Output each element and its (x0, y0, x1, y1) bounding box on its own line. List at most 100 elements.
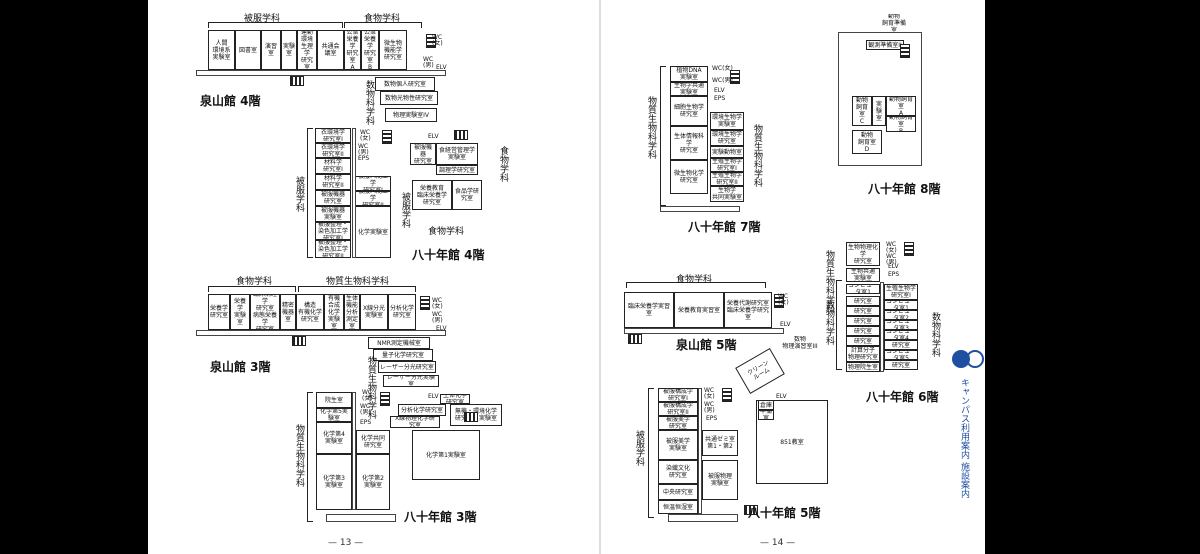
room: 恒温恒湿室 (658, 500, 698, 514)
stairs-icon (900, 44, 910, 58)
room: 動物 飼育準備室 (880, 14, 908, 32)
room: 準備室 (758, 410, 774, 420)
eps-label: EPS (360, 419, 372, 426)
corridor (352, 392, 356, 510)
room: 研究室 (846, 326, 880, 336)
room: 栄養学 研究室 (208, 294, 230, 330)
room: 数物光物性研究室 (380, 91, 438, 105)
room: 環境生物学 研究室 (710, 130, 744, 146)
room: 被服構成学 研究室I (658, 388, 698, 402)
room: 食経営管理学 実験室 (436, 143, 478, 165)
room: コンピュータ室5 (884, 350, 918, 360)
room: 公衆 栄養学 研究室 B (361, 30, 379, 70)
room: 化学共同 研究室 (356, 430, 390, 454)
wc-women-icon: WC (女) (432, 297, 443, 310)
dept-label: 食物学科 (676, 275, 713, 285)
room: 衣環境学 研究室I (315, 128, 351, 143)
room: 動物 飼育室 C (852, 96, 872, 126)
room: 中央研究室 (658, 484, 698, 500)
floor-title: 泉山館 5階 (676, 338, 737, 352)
room: 被服構成学 研究室II (658, 402, 698, 416)
eps-label: EPS (714, 95, 726, 102)
elevator-icon: ELV (428, 133, 439, 140)
room: 栄養学 実験室 (230, 294, 250, 330)
dept-label: 物質生物科学科 (366, 356, 376, 419)
room: コンピュータ室2 (884, 310, 918, 320)
room: 化学第4 実験室 (316, 422, 352, 454)
corridor (698, 388, 702, 514)
elevator-icon: ELV (428, 393, 439, 400)
room: 運動 環境 生理学 研究室 (297, 30, 317, 70)
floor-title: 八十年館 6階 (866, 390, 939, 404)
wc-men-icon: WC (男) (432, 311, 443, 324)
room: 被服機器 実験室 (315, 206, 351, 222)
room: NMR測定機械室 (368, 337, 430, 349)
room: 研究室 (884, 360, 918, 370)
room: 材料学 研究室I (315, 158, 351, 174)
room: 物理院生室 (846, 362, 880, 372)
wc-men-icon: WC (男) (358, 143, 369, 156)
dept-label: 数物科学科 (930, 312, 940, 357)
room: 研究室 (846, 316, 880, 326)
room: 被服美学 研究室 (658, 416, 698, 430)
room: 演習室 (261, 30, 281, 70)
room: 生殖生物学 研究室I (884, 284, 918, 300)
dept-label: 被服学科 (244, 14, 281, 24)
wc-women-icon: WC (女) (362, 389, 373, 402)
wc-men-icon: WC (男) (704, 401, 715, 414)
room: コンピュータ室4 (884, 330, 918, 340)
wc-women-icon: WC (女) (704, 387, 715, 400)
wc-women-icon: WC(女) (712, 65, 733, 72)
room: 公衆 栄養学 研究室 A (344, 30, 361, 70)
eps-label: EPS (888, 271, 900, 278)
stairs-icon (730, 70, 740, 84)
dept-label: 食物学科 (364, 14, 401, 24)
room: 研究室 (846, 336, 880, 346)
elevator-icon: ELV (436, 64, 447, 71)
room: 植物DNA 実験室 (670, 66, 708, 82)
room: 動物 飼育室 D (852, 130, 882, 154)
room: 化学第3 実験室 (316, 454, 352, 510)
room: 分析化学研究室 (398, 404, 446, 416)
wc-women-icon: WC (女) (778, 293, 789, 306)
room: 化学実験室 (355, 206, 391, 258)
room: 被服人間工学 研究室II (355, 191, 391, 206)
stairs-icon (904, 242, 914, 256)
room: 化学第1実験室 (412, 430, 480, 480)
room: 有機 合成化学 実験室 (324, 294, 344, 330)
corridor (196, 70, 446, 76)
room: X線物理化学研究室 (390, 416, 440, 428)
corridor (326, 514, 396, 522)
elevator-icon: ELV (776, 393, 787, 400)
room: 生体化学 研究室 (440, 394, 470, 404)
room: 栄養代謝研究室 臨床栄養学研究室 (724, 292, 772, 328)
room: 被服整理・ 染色加工学 研究室I (315, 222, 351, 240)
elevator-icon: ELV (780, 321, 791, 328)
room: 院生室 (316, 392, 352, 408)
wc-men-icon: WC(男) (712, 77, 733, 84)
room: 栄養教育実習室 (674, 292, 724, 328)
room: 物理実験室IV (385, 108, 437, 122)
room: 生物共通 実験室 (846, 268, 880, 282)
stairs-icon (290, 76, 304, 86)
dept-label: 物質生物科学科 (752, 124, 762, 187)
dept-label: 数物科学科 (364, 80, 374, 125)
section-tab-label[interactable]: キャンパス利用案内 施設案内 (959, 378, 969, 498)
room: 図書室 (235, 30, 261, 70)
wc-men-icon: WC (男) (360, 403, 371, 416)
dept-label: 物質生物科学科 (824, 250, 834, 313)
room: 微生物 機能学 研究室 (379, 30, 407, 70)
page-number-left: — 13 — (328, 538, 364, 548)
room: 被服機器 研究室 (315, 190, 351, 206)
room: 生物学共通 実験室 (670, 82, 708, 96)
room: 被服物理 実験室 (702, 460, 738, 500)
room: 分析化学 研究室 (388, 294, 416, 330)
room: 共通会議室 (317, 30, 344, 70)
corridor (668, 514, 738, 522)
stairs-icon (426, 34, 436, 48)
room: 化学第5実験室 (316, 408, 352, 422)
room: コンピュータ室3 (884, 320, 918, 330)
corridor (660, 206, 740, 212)
room: 生殖生物学 研究室II (710, 172, 744, 186)
room: 微生物化学 研究室 (670, 160, 708, 194)
